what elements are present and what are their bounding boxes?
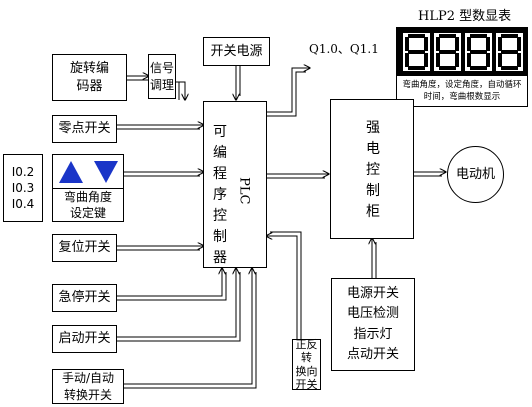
segment-a (470, 34, 487, 38)
strong-cabinet-label: 强电控制柜 (366, 120, 380, 220)
segment-a (408, 34, 425, 38)
io-label-2: I0.4 (11, 197, 35, 212)
segment-f (498, 37, 502, 51)
zero-switch-box: 零点开关 (52, 115, 117, 143)
segment-d (470, 66, 487, 70)
cabinet-inputs-box: 电源开关 电压检测 指示灯 点动开关 (331, 278, 415, 371)
segment-f (436, 37, 440, 51)
segment-c (486, 53, 490, 67)
segment-g (408, 50, 425, 54)
segment-g (470, 50, 487, 54)
emergency-stop-label: 急停开关 (58, 290, 111, 306)
segment-d (408, 66, 425, 70)
manual-auto-box: 手动/自动 转换开关 (52, 369, 124, 404)
segment-a (501, 34, 518, 38)
direction-switch-label: 正反转 换向 开关 (295, 338, 318, 391)
segment-d (501, 66, 518, 70)
display-panel: 8888 弯曲角度，设定角度，自动循环时间，弯曲根数显示 (396, 27, 528, 107)
io-label-box: I0.2 I0.3 I0.4 (3, 154, 43, 222)
indicator-light-label: 指示灯 (353, 326, 393, 342)
segment-e (467, 53, 471, 67)
reset-switch-label: 复位开关 (58, 240, 111, 256)
down-triangle-icon[interactable] (93, 160, 118, 183)
display-digit (434, 33, 461, 71)
rotary-encoder-box: 旋转编 码器 (52, 54, 127, 101)
segment-b (424, 37, 428, 51)
display-digits: 8888 (397, 28, 527, 76)
segment-b (486, 37, 490, 51)
segment-e (498, 53, 502, 67)
direction-switch-box: 正反转 换向 开关 (292, 338, 321, 391)
plc-box: 可编程序控制器 PLC (203, 101, 267, 268)
plc-label: 可编程序控制器 (213, 124, 227, 266)
start-switch-box: 启动开关 (52, 325, 117, 353)
bend-angle-keys-label: 弯曲角度 设定键 (63, 189, 112, 220)
display-digit (496, 33, 523, 71)
display-title: HLP2 型数显表 (418, 9, 512, 24)
segment-c (424, 53, 428, 67)
segment-g (439, 50, 456, 54)
segment-b (455, 37, 459, 51)
voltage-detection-label: 电压检测 (346, 306, 399, 322)
io-label-0: I0.2 (11, 164, 35, 179)
segment-g (501, 50, 518, 54)
bend-angle-keys-box: 弯曲角度 设定键 (52, 154, 124, 222)
manual-auto-label: 手动/自动 转换开关 (61, 371, 115, 402)
segment-c (517, 53, 521, 67)
rotary-encoder-label: 旋转编 码器 (69, 60, 109, 94)
start-switch-label: 启动开关 (58, 331, 111, 347)
zero-switch-label: 零点开关 (58, 121, 111, 137)
io-label-1: I0.3 (11, 180, 35, 195)
reset-switch-box: 复位开关 (52, 234, 117, 262)
display-digit (465, 33, 492, 71)
segment-a (439, 34, 456, 38)
motor-circle: 电动机 (447, 146, 504, 203)
motor-label: 电动机 (455, 166, 495, 182)
segment-f (405, 37, 409, 51)
switching-power-box: 开关电源 (203, 37, 270, 66)
up-triangle-icon[interactable] (58, 160, 83, 183)
display-caption: 弯曲角度，设定角度，自动循环时间，弯曲根数显示 (402, 80, 522, 102)
segment-e (436, 53, 440, 67)
strong-cabinet-box: 强电控制柜 (330, 99, 414, 239)
switching-power-label: 开关电源 (210, 43, 263, 59)
segment-e (405, 53, 409, 67)
signal-conditioning-box: 信号 调理 (148, 54, 176, 99)
jog-switch-label: 点动开关 (346, 346, 399, 362)
signal-conditioning-label: 信号 调理 (149, 61, 174, 92)
plc-abbr-label: PLC (236, 177, 252, 205)
power-switch-label: 电源开关 (346, 286, 399, 302)
segment-b (517, 37, 521, 51)
outputs-label: Q1.0、Q1.1 (309, 42, 379, 56)
emergency-stop-box: 急停开关 (52, 284, 117, 312)
segment-f (467, 37, 471, 51)
segment-d (439, 66, 456, 70)
display-digit (403, 33, 430, 71)
segment-c (455, 53, 459, 67)
